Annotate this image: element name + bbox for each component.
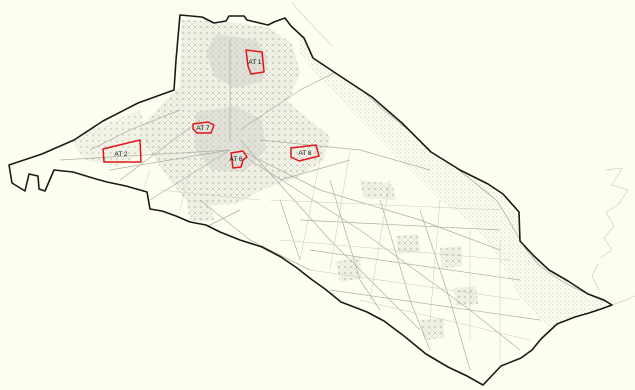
area-at8[interactable]: AT 8 — [290, 144, 320, 162]
area-at7-outline — [192, 121, 215, 134]
area-at7[interactable]: AT 7 — [192, 121, 215, 134]
external-features — [291, 1, 635, 306]
field-lines — [139, 149, 531, 360]
municipal-boundary — [8, 14, 613, 386]
area-at7-label: AT 7 — [196, 125, 210, 132]
area-at8-outline — [290, 144, 320, 162]
area-at6[interactable]: AT 6 — [229, 150, 248, 169]
area-at6-label: AT 6 — [229, 156, 243, 163]
area-at2-outline — [102, 139, 142, 163]
transformation-areas: AT 1 AT 7 AT 2 AT 6 AT 8 — [102, 49, 320, 169]
area-at8-label: AT 8 — [298, 150, 312, 157]
area-at1-label: AT 1 — [248, 59, 262, 66]
area-at1[interactable]: AT 1 — [245, 49, 265, 75]
area-at2[interactable]: AT 2 — [102, 139, 142, 163]
area-at2-label: AT 2 — [114, 151, 128, 158]
urban-core — [70, 20, 478, 340]
roads — [59, 40, 541, 371]
area-at6-outline — [230, 150, 248, 169]
area-at1-outline — [245, 49, 265, 75]
